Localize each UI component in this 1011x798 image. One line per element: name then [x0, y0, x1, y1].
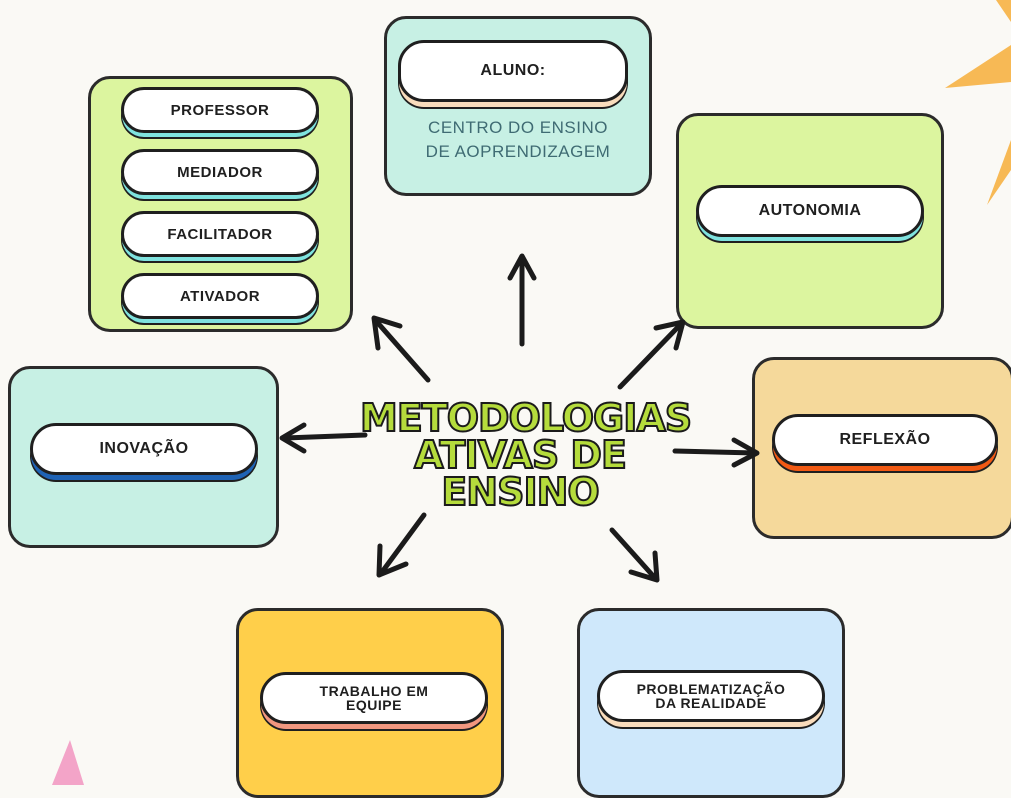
autonomia-pill: AUTONOMIA: [696, 185, 924, 237]
role-pill-professor: PROFESSOR: [121, 87, 319, 133]
aluno-label: ALUNO:: [480, 62, 546, 79]
aluno-subtext: CENTRO DO ENSINO DE AOPRENDIZAGEM: [384, 116, 652, 164]
central-title: METODOLOGIAS ATIVAS DE ENSINO: [359, 396, 693, 514]
central-title-line-2: ATIVAS DE: [413, 433, 628, 477]
trabalho-pill: TRABALHO EM EQUIPE: [260, 672, 488, 724]
reflexao-label: REFLEXÃO: [839, 431, 931, 448]
aluno-pill: ALUNO:: [398, 40, 628, 102]
role-pill-facilitador: FACILITADOR: [121, 211, 319, 257]
trabalho-label-line-1: TRABALHO EM: [319, 683, 429, 699]
inovacao-label: INOVAÇÃO: [99, 440, 189, 457]
role-label-facilitador: FACILITADOR: [167, 225, 273, 243]
role-label-professor: PROFESSOR: [170, 101, 270, 119]
aluno-subtext-line-1: CENTRO DO ENSINO: [428, 118, 608, 137]
role-label-mediador: MEDIADOR: [177, 163, 263, 181]
central-title-line-3: ENSINO: [440, 470, 600, 514]
inovacao-pill: INOVAÇÃO: [30, 423, 258, 475]
central-title-line-1: METODOLOGIAS: [359, 396, 693, 440]
arrow-to-aluno: [507, 253, 537, 347]
arrow-to-inovacao: [279, 422, 368, 454]
arrow-to-autonomia: [617, 319, 686, 390]
arrow-to-problematizacao: [609, 527, 660, 583]
problematizacao-pill: PROBLEMATIZAÇÃO DA REALIDADE: [597, 670, 825, 722]
trabalho-label-line-2: EQUIPE: [346, 697, 402, 713]
role-label-ativador: ATIVADOR: [179, 287, 261, 305]
role-pill-ativador: ATIVADOR: [121, 273, 319, 319]
problematizacao-label-line-1: PROBLEMATIZAÇÃO: [636, 681, 786, 697]
arrow-to-trabalho: [376, 512, 427, 578]
problematizacao-label-line-2: DA REALIDADE: [655, 695, 767, 711]
reflexao-pill: REFLEXÃO: [772, 414, 998, 466]
aluno-subtext-line-2: DE AOPRENDIZAGEM: [425, 142, 611, 161]
autonomia-label: AUTONOMIA: [758, 202, 862, 219]
role-pill-mediador: MEDIADOR: [121, 149, 319, 195]
arrow-to-reflexao: [672, 437, 760, 468]
arrow-to-roles: [371, 315, 431, 383]
